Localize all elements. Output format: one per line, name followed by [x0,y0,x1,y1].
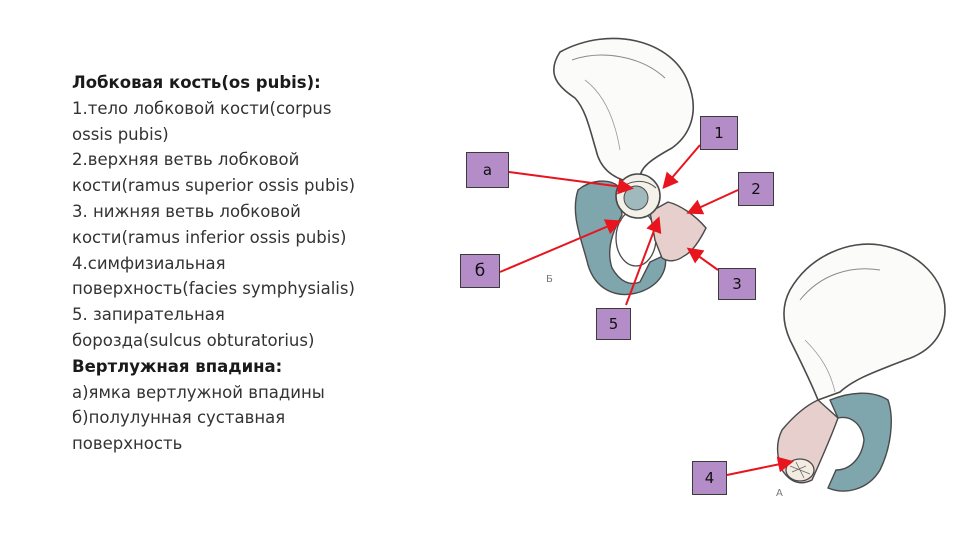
section-heading: Лобковая кость(os pubis): [72,73,321,92]
text-line: поверхность [72,434,183,454]
text-line: 5. запирательная [72,305,225,325]
arrow-a [508,171,634,195]
ilium-wing [553,37,694,183]
label-2: 2 [738,172,774,206]
pubis-region [649,201,707,262]
hip-bone-figure-b: Б [546,37,707,296]
label-5: 5 [596,308,631,340]
text-line: 2.верхняя ветвь лобковой [72,150,300,170]
label-b: б [460,254,500,288]
arrow-2 [686,189,739,215]
arrow-1 [662,144,701,190]
text-line: ossis pubis) [72,124,169,144]
label-a: а [466,152,509,188]
section-heading: Вертлужная впадина: [72,356,283,376]
label-3: 3 [718,268,756,300]
arrow-5 [625,216,662,306]
arrow-3 [686,247,719,271]
description-text: Лобковая кость(os pubis): 1.тело лобковой… [72,70,412,457]
ischium-region-medial [827,392,892,492]
ilium-wing-medial [783,243,946,402]
text-line: борозда(sulcus obturatorius) [72,330,315,350]
arrow-4 [726,456,794,476]
arrow-b [499,219,622,273]
figure-letter-b: Б [546,274,553,285]
text-line: 1.тело лобковой кости(corpus [72,98,332,118]
text-line: 3. нижняя ветвь лобковой [72,201,301,221]
label-4: 4 [692,461,727,495]
label-1: 1 [700,116,738,150]
text-line: кости(ramus superior ossis pubis) [72,176,356,196]
pointer-arrows [499,144,794,476]
hip-bone-figure-a: А [776,243,946,499]
text-line: б)полулунная суставная [72,408,286,428]
figure-letter-a: А [776,488,783,499]
text-line: а)ямка вертлужной впадины [72,382,325,402]
text-line: 4.симфизиальная [72,253,226,273]
text-line: поверхность(facies symphysialis) [72,279,355,299]
text-line: кости(ramus inferior ossis pubis) [72,227,347,247]
